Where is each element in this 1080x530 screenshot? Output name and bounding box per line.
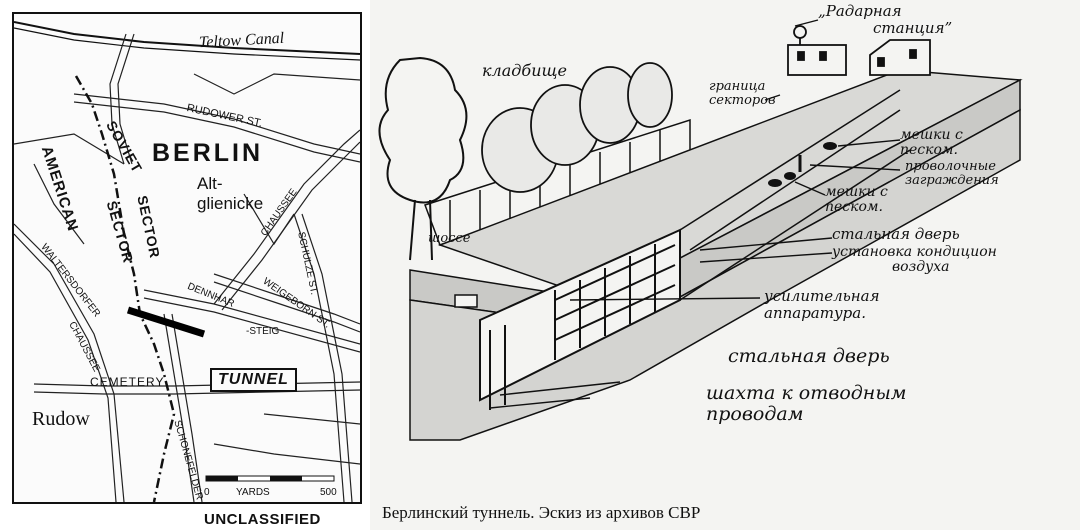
shaft-label: шахта к отводным проводам <box>706 383 907 425</box>
street-label-steig: -STEIG <box>246 326 280 337</box>
teltow-canal-bank <box>14 27 360 61</box>
leader-lines <box>489 19 901 409</box>
ground-sign <box>454 294 478 308</box>
wire-line2: заграждения <box>905 173 999 189</box>
shaft-line1: шахта к отводным <box>706 382 907 404</box>
ac-unit-label: установка кондицион воздуха <box>832 244 997 276</box>
teltow-canal <box>14 21 360 55</box>
sandbags-top-line2: песком. <box>900 142 958 159</box>
sketch-drawing <box>378 19 1023 441</box>
road-network <box>14 33 360 502</box>
tunnel-line <box>126 306 206 338</box>
scale-bar <box>205 475 335 482</box>
shaft-line2: проводам <box>706 402 804 425</box>
scale-unit-label: YARDS <box>236 487 270 498</box>
steel-door-top-label: стальная дверь <box>832 225 960 243</box>
sector-border <box>74 75 176 502</box>
sandbags-mid-line1: мешки с <box>825 184 888 200</box>
tunnel-lines <box>679 89 911 301</box>
figure-caption: Берлинский туннель. Эскиз из архивов СВР <box>382 503 701 522</box>
rudow-label: Rudow <box>32 408 90 430</box>
cemetery-label-ru: кладбище <box>482 61 567 80</box>
classification-label: UNCLASSIFIED <box>204 511 321 528</box>
wire-label: проволочные заграждения <box>905 159 999 189</box>
wire-line1: проволочные <box>905 159 996 174</box>
tree-left <box>378 56 468 261</box>
sketch-panel: „Радарная станция” кладбище граница сект… <box>370 0 1080 530</box>
radar-station-line1: „Радарная <box>818 2 902 20</box>
ac-unit-line2: воздуха <box>892 259 950 276</box>
sector-border-label: граница секторов <box>709 79 776 109</box>
sandbags-mid-label: мешки с песком. <box>825 184 888 216</box>
sandbags-markers <box>768 142 837 187</box>
district-label: Alt- glienicke <box>197 174 263 214</box>
tunnel-label: TUNNEL <box>210 368 297 392</box>
scale-end-label: 500 <box>320 487 337 498</box>
map-frame: Teltow Canal BERLIN Alt- glienicke AMERI… <box>12 12 362 504</box>
amplifier-label: усилительная аппаратура. <box>764 288 880 321</box>
map-panel: Teltow Canal BERLIN Alt- glienicke AMERI… <box>0 0 370 530</box>
radar-station-label: „Радарная станция” <box>818 3 998 36</box>
sandbags-mid-line2: песком. <box>825 199 883 216</box>
map-drawing <box>14 21 360 502</box>
district-label-line2: glienicke <box>197 194 264 213</box>
radar-station-line2: станция” <box>873 18 953 37</box>
steel-door-bottom-label: стальная дверь <box>728 345 890 367</box>
amplifier-line2: аппаратура. <box>764 303 866 322</box>
cemetery-trees <box>481 62 673 193</box>
scale-zero-label: 0 <box>204 487 210 498</box>
sandbags-top-label: мешки с песком. <box>900 127 963 159</box>
sector-border-line1: граница <box>709 79 766 94</box>
ac-unit-line1: установка кондицион <box>832 244 997 260</box>
city-label: BERLIN <box>152 139 264 167</box>
radar-buildings <box>787 25 931 76</box>
cemetery-label: CEMETERY <box>90 375 165 389</box>
sector-border-line2: секторов <box>709 93 776 109</box>
vertical-shaft <box>489 325 506 410</box>
highway-label: шоссе <box>428 231 471 246</box>
district-label-line1: Alt- <box>197 174 223 193</box>
amplifier-line1: усилительная <box>764 287 880 305</box>
sandbags-top-line1: мешки с <box>900 127 963 143</box>
